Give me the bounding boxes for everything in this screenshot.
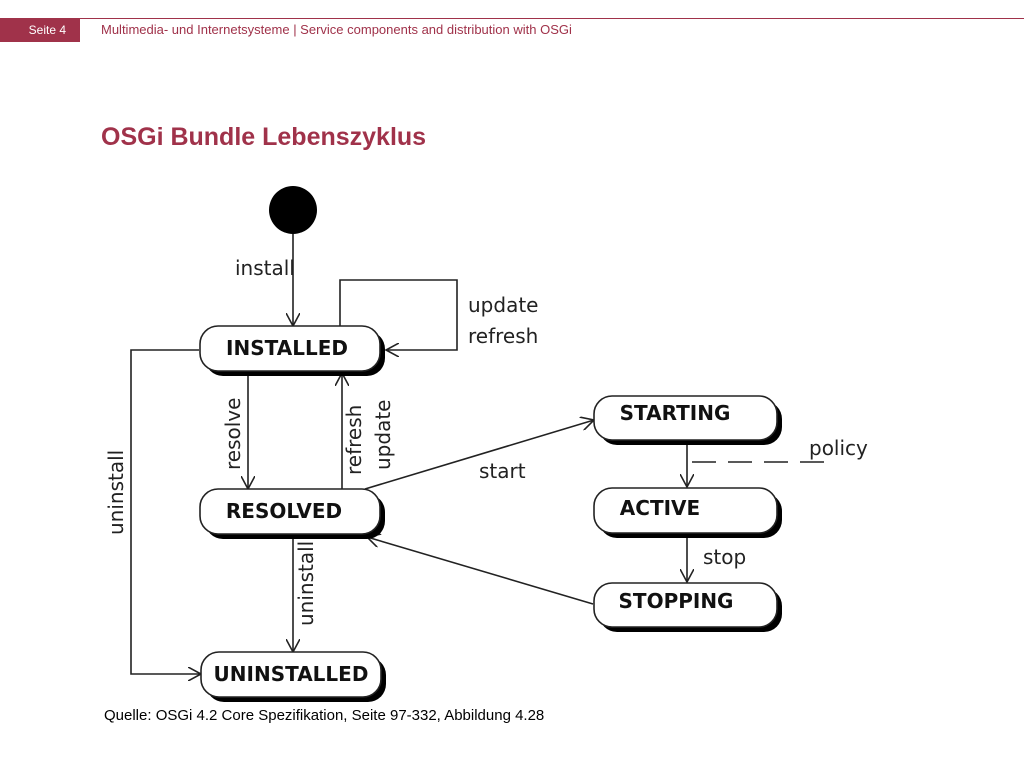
policy-label: policy — [809, 436, 868, 460]
uninstall-center-label: uninstall — [294, 541, 318, 626]
page-number-badge: Seite 4 — [0, 18, 80, 42]
initial-state-dot — [269, 186, 317, 234]
state-resolved-label: RESOLVED — [226, 499, 342, 523]
resolve-label: resolve — [221, 398, 245, 470]
slide-title: OSGi Bundle Lebenszyklus — [101, 123, 427, 151]
header-title: Multimedia- und Internetsysteme | Servic… — [101, 22, 572, 37]
refresh-label: refresh — [468, 324, 538, 348]
state-active-label: ACTIVE — [620, 496, 700, 520]
source-caption: Quelle: OSGi 4.2 Core Spezifikation, Sei… — [104, 707, 545, 724]
state-starting: STARTING — [593, 395, 782, 445]
state-resolved: RESOLVED — [199, 488, 385, 539]
state-stopping-label: STOPPING — [619, 589, 734, 613]
state-uninstalled-label: UNINSTALLED — [214, 662, 369, 686]
state-stopping: STOPPING — [593, 582, 782, 632]
stop-label: stop — [703, 545, 746, 569]
state-starting-label: STARTING — [620, 401, 731, 425]
state-active: ACTIVE — [593, 487, 782, 538]
start-arrow — [364, 420, 594, 490]
install-label: install — [235, 256, 295, 280]
header-rule — [0, 18, 1024, 19]
update-vertical-label: update — [371, 400, 395, 470]
stopping-to-resolved-arrow — [367, 537, 594, 605]
state-installed-label: INSTALLED — [226, 336, 348, 360]
update-label: update — [468, 293, 538, 317]
state-installed: INSTALLED — [199, 325, 385, 376]
start-label: start — [479, 459, 526, 483]
update-refresh-loop-arrow — [339, 279, 458, 350]
refresh-vertical-label: refresh — [342, 405, 366, 475]
uninstall-left-label: uninstall — [104, 450, 128, 535]
state-uninstalled: UNINSTALLED — [200, 651, 386, 702]
uninstall-left-arrow — [130, 349, 201, 674]
